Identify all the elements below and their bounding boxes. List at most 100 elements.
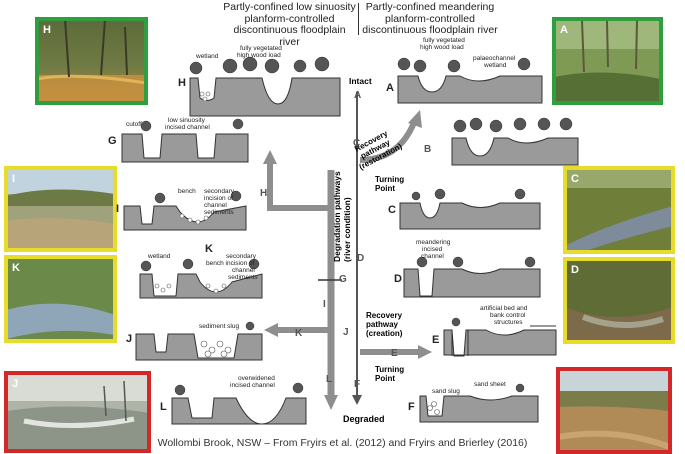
section-letter-g: G — [108, 135, 117, 147]
degradation-label-line: (river condition) — [342, 197, 352, 262]
section-k — [139, 273, 263, 299]
photo-k: K — [4, 255, 117, 343]
section-letter-l: L — [160, 401, 167, 413]
axis-letter-f: F — [354, 379, 360, 390]
label-i-bench: bench — [178, 188, 196, 195]
recovery-creation-line: pathway — [366, 320, 399, 329]
label-k-channel: channel — [232, 267, 255, 274]
label-d-channel: channel — [421, 253, 444, 260]
degradation-label-line: Degradation pathways — [332, 171, 342, 262]
section-l — [171, 397, 307, 425]
axis-letter-c: C — [353, 138, 360, 149]
left-title: Partly-confined low sinuosity planform-c… — [222, 1, 357, 48]
photo-label: A — [560, 24, 568, 36]
label-g-lowsin: low sinuosity — [168, 117, 206, 124]
left-title-line: Partly-confined low sinuosity — [223, 1, 356, 13]
label-a-wood: high wood load — [420, 44, 464, 51]
label-i-incision: incision of — [204, 195, 233, 202]
label-d-meandering: meandering — [416, 239, 451, 246]
section-e — [443, 329, 557, 357]
section-j — [135, 333, 263, 361]
section-letter-i: I — [116, 203, 119, 215]
label-f-sheet: sand sheet — [474, 381, 506, 388]
right-title-line: Partly-confined meandering — [365, 1, 495, 13]
section-b — [451, 137, 579, 166]
label-g-incised: incised channel — [165, 124, 210, 131]
label-l-incised: incised channel — [230, 382, 275, 389]
axis-letter-d: D — [357, 253, 364, 264]
photo-label: H — [43, 24, 51, 36]
section-letter-a: A — [386, 82, 394, 94]
axis-letter-a: A — [354, 90, 361, 101]
axis-letter-b: B — [424, 144, 431, 155]
photo-label: K — [12, 262, 20, 274]
section-letter-c: C — [388, 204, 396, 216]
right-title: Partly-confined meandering planform-cont… — [360, 1, 500, 37]
vegetation — [140, 56, 573, 396]
axis-letter-g: G — [339, 274, 347, 285]
section-i — [123, 205, 247, 231]
label-k-wetland: wetland — [147, 253, 171, 260]
label-i-sediments: sediments — [204, 209, 234, 216]
right-title-line: discontinuous floodplain river — [362, 24, 498, 36]
label-i-channel: channel — [204, 202, 227, 209]
axis-letter-i: I — [323, 299, 326, 310]
section-letter-j: J — [126, 333, 132, 345]
left-title-line: discontinuous floodplain river — [233, 24, 346, 48]
label-h-wetland: wetland — [195, 53, 219, 60]
photo-j: J — [4, 371, 151, 453]
section-h — [189, 77, 341, 117]
branch-arrow-h — [267, 162, 331, 211]
axis-letter-k: K — [295, 328, 303, 339]
section-letter-k: K — [205, 243, 213, 255]
label-h-wood: high wood load — [237, 52, 281, 59]
axis-letter-e: E — [391, 348, 398, 359]
section-d — [403, 268, 541, 298]
title-divider — [358, 3, 359, 35]
section-f — [419, 395, 539, 423]
label-l-overwidened: overwidened — [238, 375, 275, 382]
label-e-bank: bank control — [490, 312, 526, 319]
photo-label: I — [12, 173, 15, 185]
label-k-bench: bench incision of — [206, 260, 255, 267]
section-letter-d: D — [394, 273, 402, 285]
label-k-sediments: sediments — [228, 274, 258, 281]
axis-letter-h: H — [260, 188, 267, 199]
label-a-veg: fully vegetated — [423, 37, 465, 44]
section-letter-f: F — [408, 401, 415, 413]
turning-point-lower: Turning Point — [375, 365, 406, 383]
section-letter-h: H — [178, 77, 186, 89]
photo-c: C — [563, 166, 675, 254]
axis-letter-l: L — [326, 374, 332, 385]
label-a-palaeo: palaeochannel — [473, 55, 516, 62]
label-e-structures: structures — [494, 319, 523, 326]
turning-point-upper: Turning Point — [375, 175, 406, 193]
photo-label: D — [571, 264, 579, 276]
photo-h: H — [35, 17, 148, 105]
photo-i: I — [4, 166, 117, 252]
photo-l — [556, 367, 672, 454]
axis-bottom-label: Degraded — [343, 414, 385, 424]
turning-point-line: Turning — [375, 365, 404, 374]
label-g-cutoff: cutoff — [126, 121, 142, 128]
right-title-line: planform-controlled — [385, 12, 475, 25]
turning-point-line: Turning — [375, 175, 404, 184]
section-a — [397, 75, 543, 104]
photo-label: J — [12, 378, 18, 390]
label-a-wetland: wetland — [483, 62, 507, 69]
label-i-secondary: secondary — [204, 188, 235, 195]
axis-letter-j: J — [343, 327, 349, 338]
turning-point-line: Point — [375, 374, 395, 383]
section-c — [399, 202, 541, 230]
label-f-slug: sand slug — [432, 388, 460, 395]
label-j-slug: sediment slug — [199, 323, 239, 330]
photo-d: D — [563, 257, 675, 344]
label-e-artificial: artificial bed and — [480, 305, 528, 312]
turning-point-line: Point — [375, 184, 395, 193]
recovery-creation-line: (creation) — [366, 329, 403, 338]
footer-citation: Wollombi Brook, NSW – From Fryirs et al.… — [157, 437, 528, 449]
degradation-label: Degradation pathways (river condition) — [332, 169, 352, 262]
photo-label: C — [571, 173, 579, 185]
label-k-secondary: secondary — [226, 253, 257, 260]
